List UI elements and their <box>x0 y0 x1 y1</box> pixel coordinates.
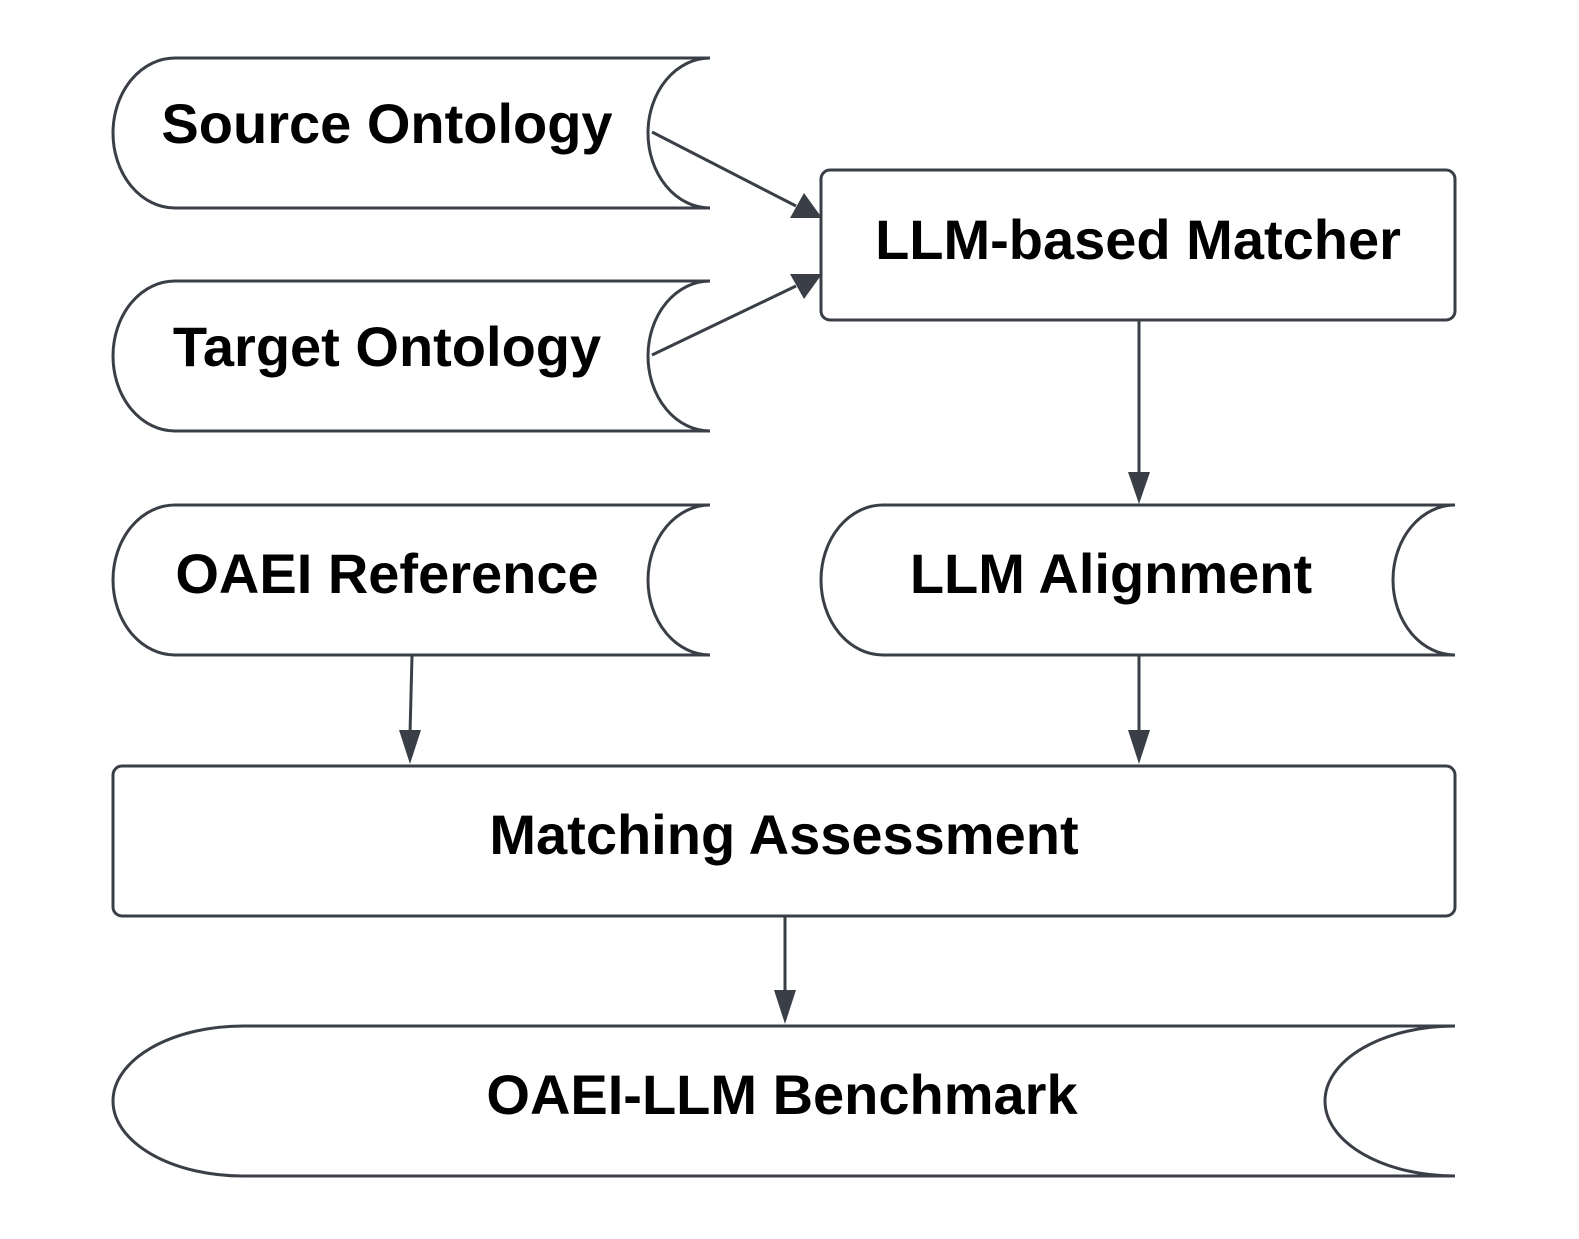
node-label: Matching Assessment <box>489 803 1078 866</box>
node-target-ontology: Target Ontology <box>111 279 711 433</box>
edge-source-to-matcher <box>651 130 822 218</box>
node-oaei-reference: OAEI Reference <box>111 503 711 657</box>
node-label: LLM Alignment <box>910 542 1312 605</box>
edge-alignment-to-assessment <box>1128 656 1150 764</box>
node-label: OAEI-LLM Benchmark <box>486 1063 1078 1126</box>
node-llm-based-matcher: LLM-based Matcher <box>819 168 1457 322</box>
node-label: Source Ontology <box>161 92 612 155</box>
node-oaei-llm-benchmark: OAEI-LLM Benchmark <box>111 1024 1456 1178</box>
node-label: Target Ontology <box>173 315 601 378</box>
edge-target-to-matcher <box>651 274 822 357</box>
node-matching-assessment: Matching Assessment <box>111 764 1457 918</box>
edge-reference-to-assessment <box>399 655 421 764</box>
edge-assessment-to-benchmark <box>774 916 796 1024</box>
node-label: OAEI Reference <box>175 542 598 605</box>
node-source-ontology: Source Ontology <box>111 56 711 210</box>
node-llm-alignment: LLM Alignment <box>819 503 1456 657</box>
node-label: LLM-based Matcher <box>875 208 1401 271</box>
edge-matcher-to-alignment <box>1128 320 1150 504</box>
